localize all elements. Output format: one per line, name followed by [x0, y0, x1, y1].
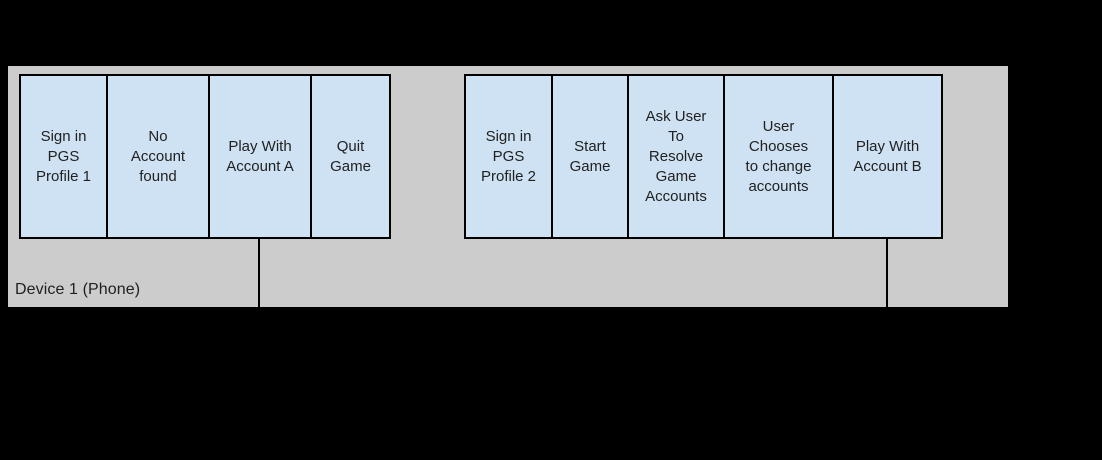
flow-box-start-game: Start Game — [551, 74, 629, 239]
flow-box-play-with-account-b: Play With Account B — [832, 74, 943, 239]
flow-box-quit-game: Quit Game — [310, 74, 391, 239]
connector-line-from-play-with-account-b — [886, 238, 888, 307]
swimlane-label: Device 1 (Phone) — [15, 281, 141, 298]
flow-sequence-left: Sign in PGS Profile 1 No Account found P… — [19, 74, 391, 239]
flow-box-play-with-account-a: Play With Account A — [208, 74, 312, 239]
flow-sequence-right: Sign in PGS Profile 2 Start Game Ask Use… — [464, 74, 943, 239]
flow-box-ask-user-to-resolve-game-accounts: Ask User To Resolve Game Accounts — [627, 74, 725, 239]
flow-box-sign-in-pgs-profile-2: Sign in PGS Profile 2 — [464, 74, 553, 239]
flow-box-no-account-found: No Account found — [106, 74, 210, 239]
flow-box-sign-in-pgs-profile-1: Sign in PGS Profile 1 — [19, 74, 108, 239]
flow-box-user-chooses-to-change-accounts: User Chooses to change accounts — [723, 74, 834, 239]
connector-line-from-play-with-account-a — [258, 238, 260, 307]
